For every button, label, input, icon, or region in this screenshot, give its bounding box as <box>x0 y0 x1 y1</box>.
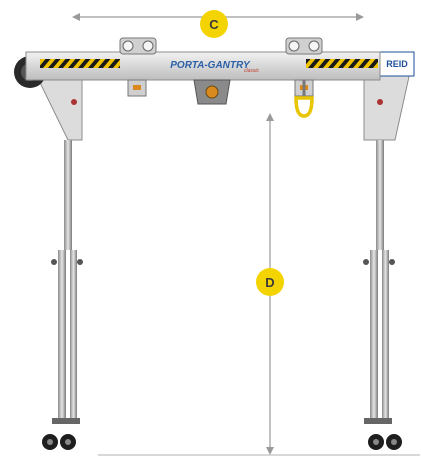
trolley-left <box>119 37 157 97</box>
dimension-c-arrow-left <box>72 13 80 21</box>
dimension-c: C <box>72 10 364 38</box>
dimension-d-badge <box>256 268 284 296</box>
dimension-d: D <box>98 113 420 456</box>
dimension-d-label: D <box>265 275 274 290</box>
dimension-c-badge <box>200 10 228 38</box>
dimension-c-arrow-right <box>356 13 364 21</box>
hazard-stripe-left <box>40 59 120 68</box>
dimension-d-arrow-bottom <box>266 447 274 455</box>
left-leg <box>42 140 83 450</box>
dimension-c-label: C <box>209 17 219 32</box>
brand-label: PORTA-GANTRY <box>170 60 251 71</box>
gantry-beam: PORTA-GANTRY classic <box>25 51 381 81</box>
maker-badge-text: REID <box>386 59 408 69</box>
hoist-block <box>193 79 231 105</box>
brand-sublabel: classic <box>244 68 260 74</box>
dimension-d-arrow-top <box>266 113 274 121</box>
lifting-shackle <box>294 80 314 118</box>
hazard-stripe-right <box>306 59 378 68</box>
right-leg <box>363 140 402 450</box>
